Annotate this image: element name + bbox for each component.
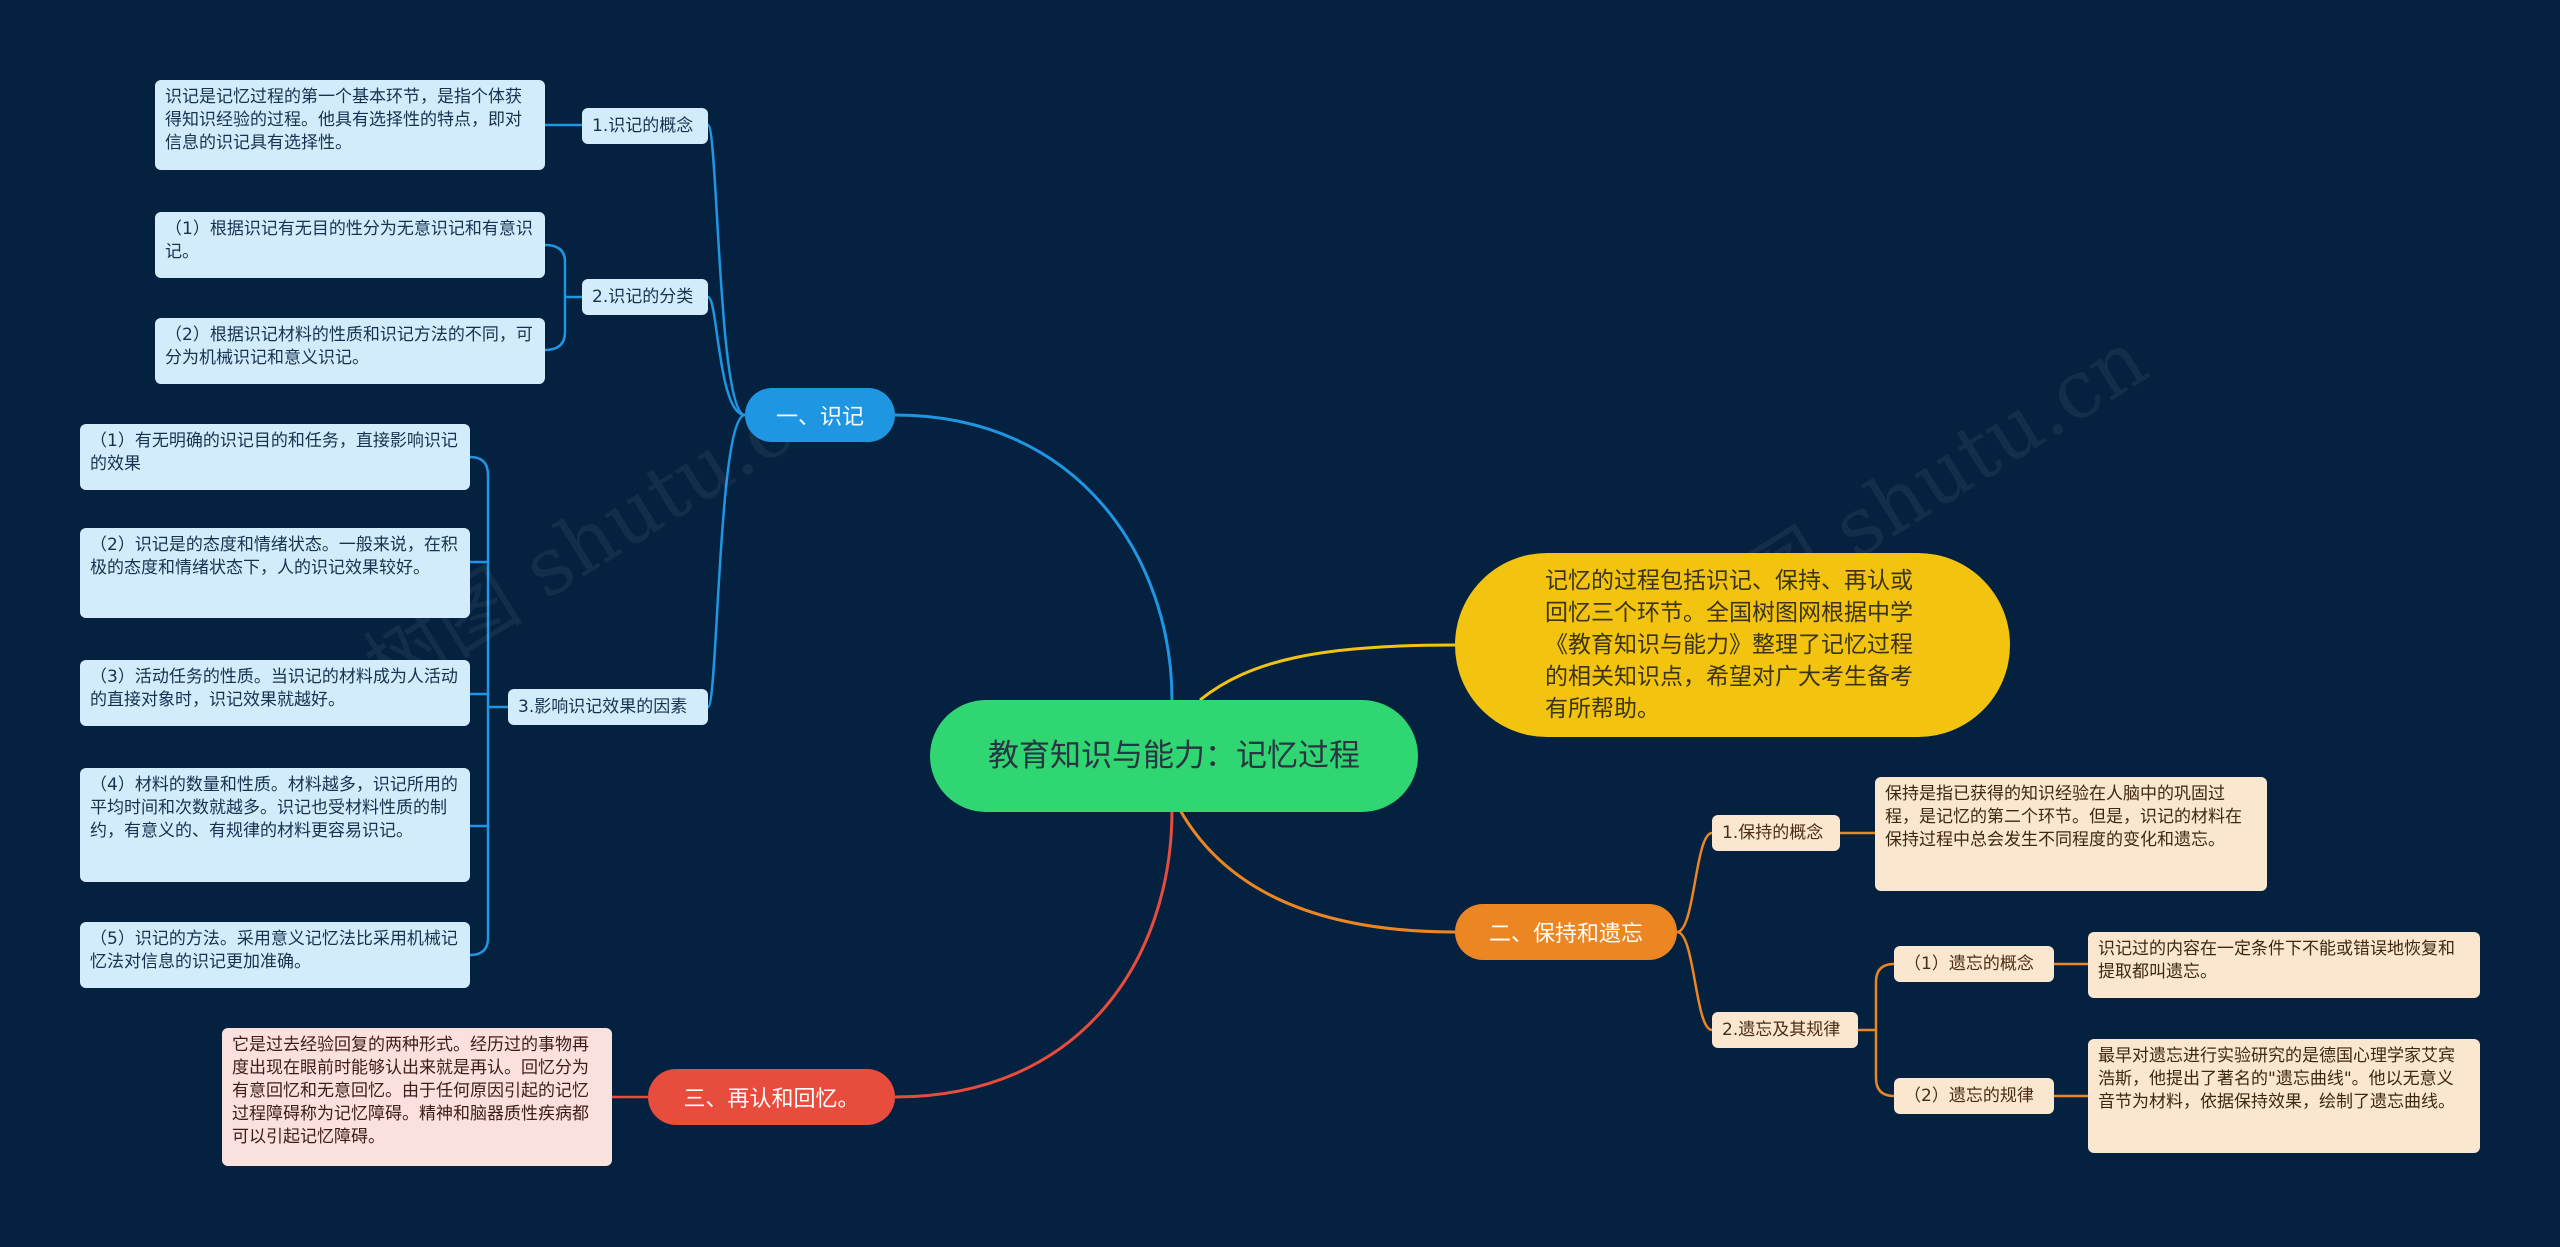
leaf-recognition-factor-5[interactable]: （5）识记的方法。采用意义记忆法比采用机械记忆法对信息的识记更加准确。: [80, 922, 470, 988]
link-b2-sub2: [1676, 930, 1713, 1032]
link-b2-sub1: [1676, 831, 1713, 934]
link-b1-sub2: [706, 295, 746, 417]
leaf-recognition-type-1[interactable]: （1）根据识记有无目的性分为无意识记和有意识记。: [155, 212, 545, 278]
sub-recognition-factors[interactable]: 3.影响识记效果的因素: [508, 689, 708, 725]
link-b1-sub3: [706, 413, 746, 709]
link-root-branch3: [894, 809, 1174, 1099]
branch-recognition-recall[interactable]: 三、再认和回忆。: [648, 1069, 895, 1125]
leaf-recognition-type-2[interactable]: （2）根据识记材料的性质和识记方法的不同，可分为机械识记和意义识记。: [155, 318, 545, 384]
link-b1s2-bracket: [544, 243, 582, 352]
link-root-branch2: [1178, 809, 1456, 934]
sub-forgetting-rules[interactable]: 2.遗忘及其规律: [1712, 1012, 1858, 1048]
leaf-recognition-factor-2[interactable]: （2）识记是的态度和情绪状态。一般来说，在积极的态度和情绪状态下，人的识记效果较…: [80, 528, 470, 618]
leaf-forgetting-law[interactable]: 最早对遗忘进行实验研究的是德国心理学家艾宾浩斯，他提出了著名的"遗忘曲线"。他以…: [2088, 1039, 2480, 1153]
sub-forgetting-law[interactable]: （2）遗忘的规律: [1894, 1078, 2054, 1114]
leaf-recognition-factor-1[interactable]: （1）有无明确的识记目的和任务，直接影响识记的效果: [80, 424, 470, 490]
leaf-recognition-concept[interactable]: 识记是记忆过程的第一个基本环节，是指个体获得知识经验的过程。他具有选择性的特点，…: [155, 80, 545, 170]
leaf-recognition-factor-4[interactable]: （4）材料的数量和性质。材料越多，识记所用的平均时间和次数就越多。识记也受材料性…: [80, 768, 470, 882]
leaf-forgetting-concept[interactable]: 识记过的内容在一定条件下不能或错误地恢复和提取都叫遗忘。: [2088, 932, 2480, 998]
link-root-intro: [1199, 643, 1456, 702]
leaf-recognition-factor-3[interactable]: （3）活动任务的性质。当识记的材料成为人活动的直接对象时，识记效果就越好。: [80, 660, 470, 726]
sub-recognition-types[interactable]: 2.识记的分类: [582, 279, 708, 315]
sub-recognition-concept[interactable]: 1.识记的概念: [582, 108, 708, 144]
link-b1-sub1: [706, 123, 746, 417]
intro-node[interactable]: 记忆的过程包括识记、保持、再认或回忆三个环节。全国树图网根据中学《教育知识与能力…: [1455, 553, 2010, 737]
branch-recognition[interactable]: 一、识记: [745, 388, 895, 442]
link-b2s2-subs: [1858, 962, 1895, 1098]
leaf-retention-concept[interactable]: 保持是指已获得的知识经验在人脑中的巩固过程，是记忆的第二个环节。但是，识记的材料…: [1875, 777, 2267, 891]
sub-forgetting-concept[interactable]: （1）遗忘的概念: [1894, 946, 2054, 982]
link-root-branch1: [894, 413, 1174, 701]
root-node[interactable]: 教育知识与能力：记忆过程: [930, 700, 1418, 812]
branch-retention-forgetting[interactable]: 二、保持和遗忘: [1455, 904, 1677, 960]
sub-retention-concept[interactable]: 1.保持的概念: [1712, 815, 1840, 851]
link-b1s3-bracket: [469, 455, 508, 957]
leaf-recognition-recall[interactable]: 它是过去经验回复的两种形式。经历过的事物再度出现在眼前时能够认出来就是再认。回忆…: [222, 1028, 612, 1166]
